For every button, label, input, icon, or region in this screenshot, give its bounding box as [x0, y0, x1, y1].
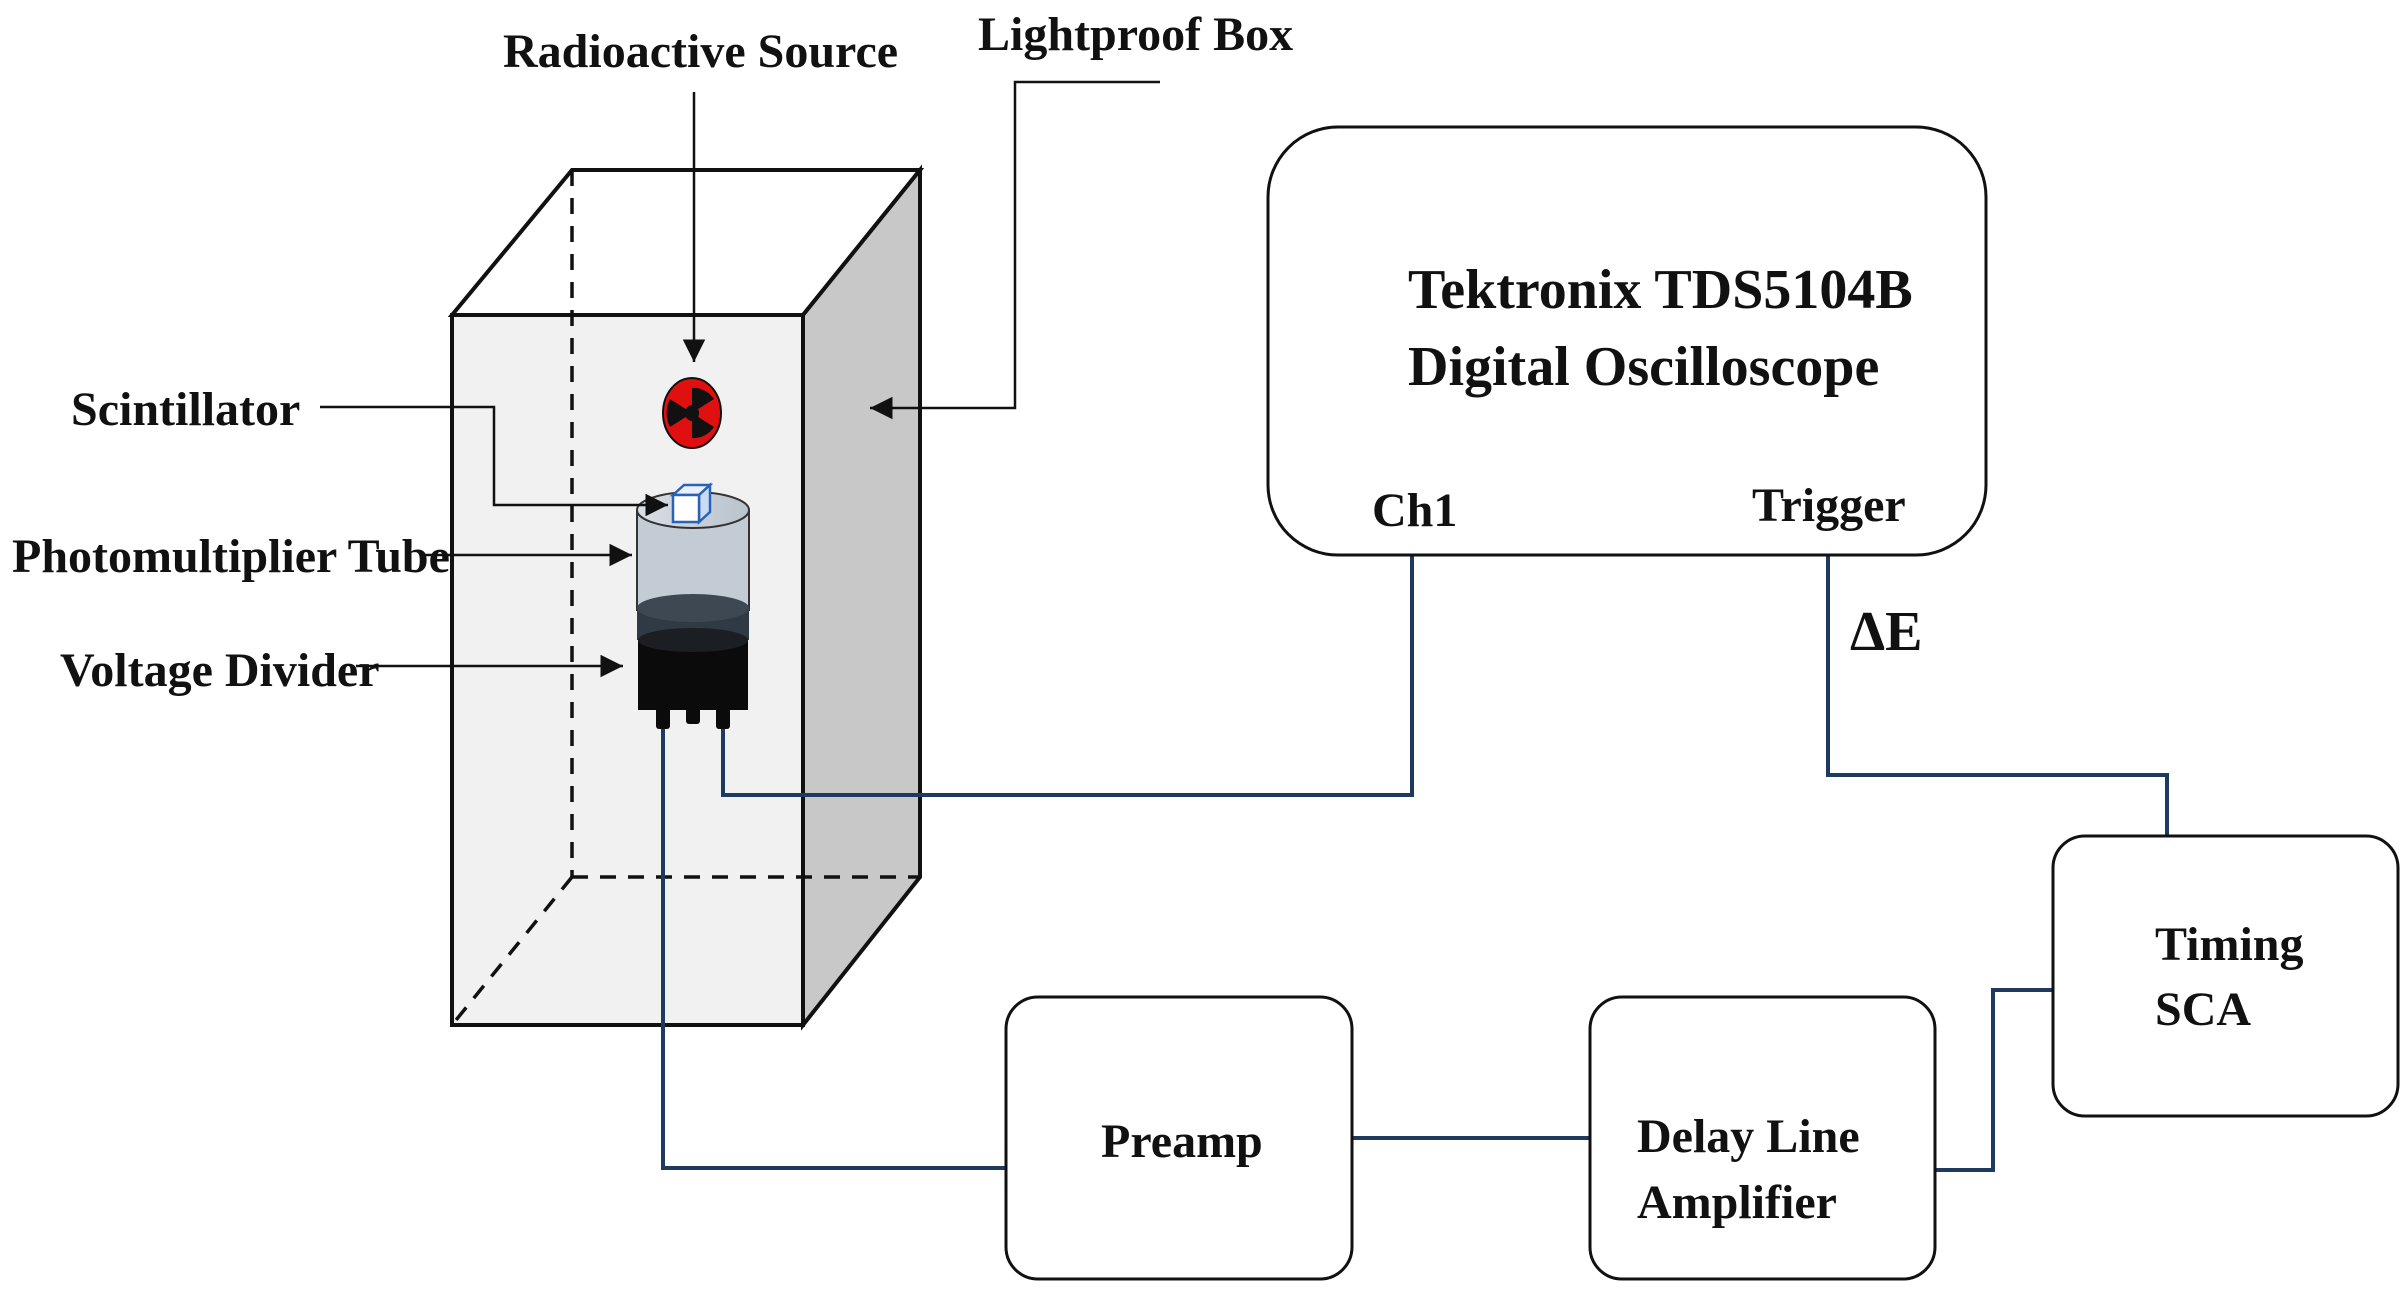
- box-hidden-edge-diagonal: [450, 875, 574, 1027]
- ch1-port-label: Ch1: [1372, 484, 1457, 537]
- trigger-port-label: Trigger: [1752, 479, 1906, 532]
- photomultiplier-tube-label: Photomultiplier Tube: [12, 530, 450, 583]
- scintillator-label: Scintillator: [71, 383, 300, 436]
- leader-lines: [320, 80, 1160, 678]
- lightproof-box-leader: [870, 80, 1160, 420]
- box-front-face: [450, 313, 805, 1027]
- voltage-divider-label: Voltage Divider: [60, 644, 380, 697]
- oscilloscope-title-line1: Tektronix TDS5104B: [1408, 259, 1913, 321]
- preamp-box: Preamp: [1004, 995, 1354, 1281]
- oscilloscope-title-line2: Digital Oscilloscope: [1408, 336, 1879, 398]
- photomultiplier-tube: [636, 482, 750, 729]
- lightproof-box: [447, 164, 925, 1031]
- voltage-divider: [638, 628, 748, 729]
- radioactive-source-label: Radioactive Source: [503, 25, 898, 78]
- box-side-face: [801, 164, 922, 1031]
- radioactive-source-icon: [662, 377, 722, 449]
- timing-sca-line2: SCA: [2155, 983, 2251, 1036]
- timing-sca-line1: Timing: [2155, 918, 2304, 971]
- lightproof-box-label: Lightproof Box: [978, 8, 1293, 61]
- delay-line-amplifier-box: Delay Line Amplifier: [1588, 995, 1937, 1281]
- scintillator-leader: [320, 405, 668, 517]
- delta-e-label: ΔE: [1850, 601, 1922, 663]
- timing-sca-box: Timing SCA: [2051, 834, 2400, 1118]
- wire-delay-to-sca: [1935, 988, 2053, 1172]
- preamp-label: Preamp: [1101, 1115, 1263, 1168]
- wire-pmt-to-preamp: [661, 729, 1006, 1170]
- scintillator-cube: [669, 482, 714, 525]
- wire-sca-to-trigger: [1826, 555, 2169, 836]
- delay-line-amplifier-line1: Delay Line: [1637, 1110, 1860, 1163]
- delay-line-amplifier-line2: Amplifier: [1637, 1176, 1837, 1229]
- wire-pmt-to-ch1: [721, 555, 1414, 797]
- oscilloscope-box: Tektronix TDS5104B Digital Oscilloscope …: [1266, 125, 1988, 557]
- signal-wires: [661, 555, 2169, 1172]
